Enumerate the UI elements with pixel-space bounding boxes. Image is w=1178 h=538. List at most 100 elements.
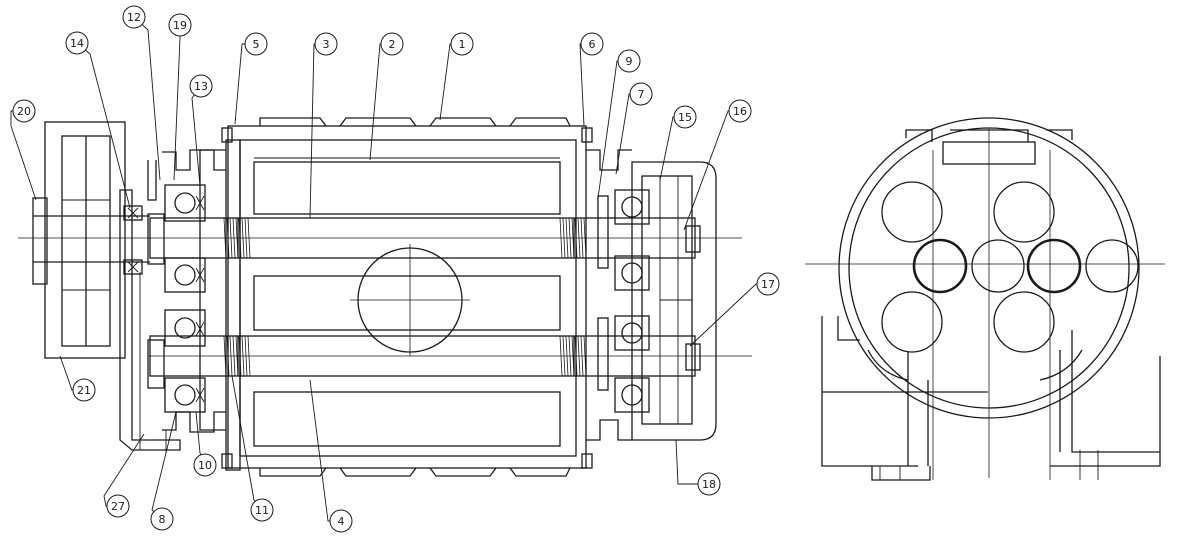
thread-line bbox=[235, 335, 239, 377]
thread-line bbox=[226, 335, 230, 377]
callout-leader bbox=[133, 16, 161, 181]
callout-leader bbox=[10, 110, 37, 201]
callout-16: 16 bbox=[683, 99, 752, 231]
thread-line bbox=[574, 335, 578, 377]
callout-20: 20 bbox=[10, 99, 37, 201]
callout-number: 12 bbox=[127, 11, 141, 24]
callout-4: 4 bbox=[309, 379, 353, 533]
thread-line bbox=[562, 335, 566, 377]
left-cover bbox=[119, 139, 241, 471]
callout-2: 2 bbox=[369, 32, 404, 161]
callout-bubble bbox=[244, 32, 268, 56]
thread-line bbox=[562, 217, 566, 259]
callout-leader bbox=[369, 43, 392, 161]
right-housing bbox=[586, 149, 717, 441]
callout-bubble bbox=[728, 99, 752, 123]
callout-6: 6 bbox=[579, 32, 604, 127]
callout-bubble bbox=[72, 378, 96, 402]
callout-number: 3 bbox=[323, 38, 330, 51]
callout-leader bbox=[151, 411, 177, 520]
callout-bubble bbox=[697, 472, 721, 496]
callout-bubble bbox=[193, 453, 217, 477]
thread-line bbox=[577, 335, 581, 377]
callout-leader bbox=[439, 43, 462, 121]
callout-12: 12 bbox=[122, 5, 161, 181]
thread-line bbox=[232, 217, 236, 259]
callout-number: 15 bbox=[678, 111, 692, 124]
pulley bbox=[32, 121, 150, 359]
main-casing bbox=[221, 117, 593, 477]
thread-line bbox=[583, 335, 587, 377]
callout-bubble bbox=[756, 272, 780, 296]
callout-leader bbox=[579, 43, 592, 127]
thread-line bbox=[229, 335, 233, 377]
callout-7: 7 bbox=[615, 82, 653, 175]
thread-line bbox=[226, 217, 230, 259]
thread-line bbox=[559, 335, 563, 377]
thread-line bbox=[232, 335, 236, 377]
thread-line bbox=[229, 217, 233, 259]
callout-leader bbox=[173, 25, 181, 181]
thread-line bbox=[244, 335, 248, 377]
callout-leader bbox=[234, 43, 256, 125]
callout-11: 11 bbox=[231, 375, 274, 522]
callout-bubble bbox=[189, 74, 213, 98]
callout-27: 27 bbox=[103, 433, 145, 518]
thread-line bbox=[223, 335, 227, 377]
thread-line bbox=[223, 217, 227, 259]
callout-number: 19 bbox=[173, 19, 187, 32]
callout-14: 14 bbox=[65, 31, 131, 209]
callout-number: 14 bbox=[70, 37, 84, 50]
callout-bubble bbox=[150, 507, 174, 531]
callout-leader bbox=[76, 42, 131, 209]
callout-bubble bbox=[380, 32, 404, 56]
thread-line bbox=[559, 217, 563, 259]
thread-line bbox=[241, 335, 245, 377]
thread-line bbox=[577, 217, 581, 259]
thread-line bbox=[580, 335, 584, 377]
callout-8: 8 bbox=[150, 411, 177, 531]
thread-line bbox=[247, 217, 251, 259]
callout-10: 10 bbox=[193, 411, 217, 477]
callout-number: 5 bbox=[253, 38, 260, 51]
callout-bubble bbox=[12, 99, 36, 123]
callout-number: 4 bbox=[338, 515, 345, 528]
callout-17: 17 bbox=[689, 272, 780, 347]
callout-5: 5 bbox=[234, 32, 268, 125]
end-view bbox=[805, 117, 1165, 481]
thread-line bbox=[238, 217, 242, 259]
callout-bubble bbox=[580, 32, 604, 56]
callout-number: 27 bbox=[111, 500, 125, 513]
thread-line bbox=[568, 335, 572, 377]
callout-number: 18 bbox=[702, 478, 716, 491]
callout-bubble bbox=[106, 494, 130, 518]
callout-number: 7 bbox=[638, 88, 645, 101]
callout-leader bbox=[103, 433, 145, 507]
shafts bbox=[18, 217, 752, 377]
callout-bubble bbox=[629, 82, 653, 106]
thread-line bbox=[580, 217, 584, 259]
callout-21: 21 bbox=[59, 355, 96, 402]
thread-line bbox=[571, 335, 575, 377]
callout-18: 18 bbox=[675, 439, 721, 496]
thread-line bbox=[241, 217, 245, 259]
callout-bubble bbox=[450, 32, 474, 56]
callout-number: 6 bbox=[589, 38, 596, 51]
thread-line bbox=[571, 217, 575, 259]
callout-leader bbox=[689, 283, 768, 347]
thread-line bbox=[244, 217, 248, 259]
callout-number: 11 bbox=[255, 504, 269, 517]
callout-bubble bbox=[122, 5, 146, 29]
thread-line bbox=[583, 217, 587, 259]
callout-bubble bbox=[314, 32, 338, 56]
callout-bubble bbox=[168, 13, 192, 37]
thread-line bbox=[565, 217, 569, 259]
callout-leader bbox=[231, 375, 263, 511]
callout-bubble bbox=[65, 31, 89, 55]
callout-13: 13 bbox=[189, 74, 213, 187]
callout-bubble bbox=[250, 498, 274, 522]
callout-3: 3 bbox=[309, 32, 338, 219]
callout-number: 16 bbox=[733, 105, 747, 118]
callout-leader bbox=[309, 379, 341, 522]
